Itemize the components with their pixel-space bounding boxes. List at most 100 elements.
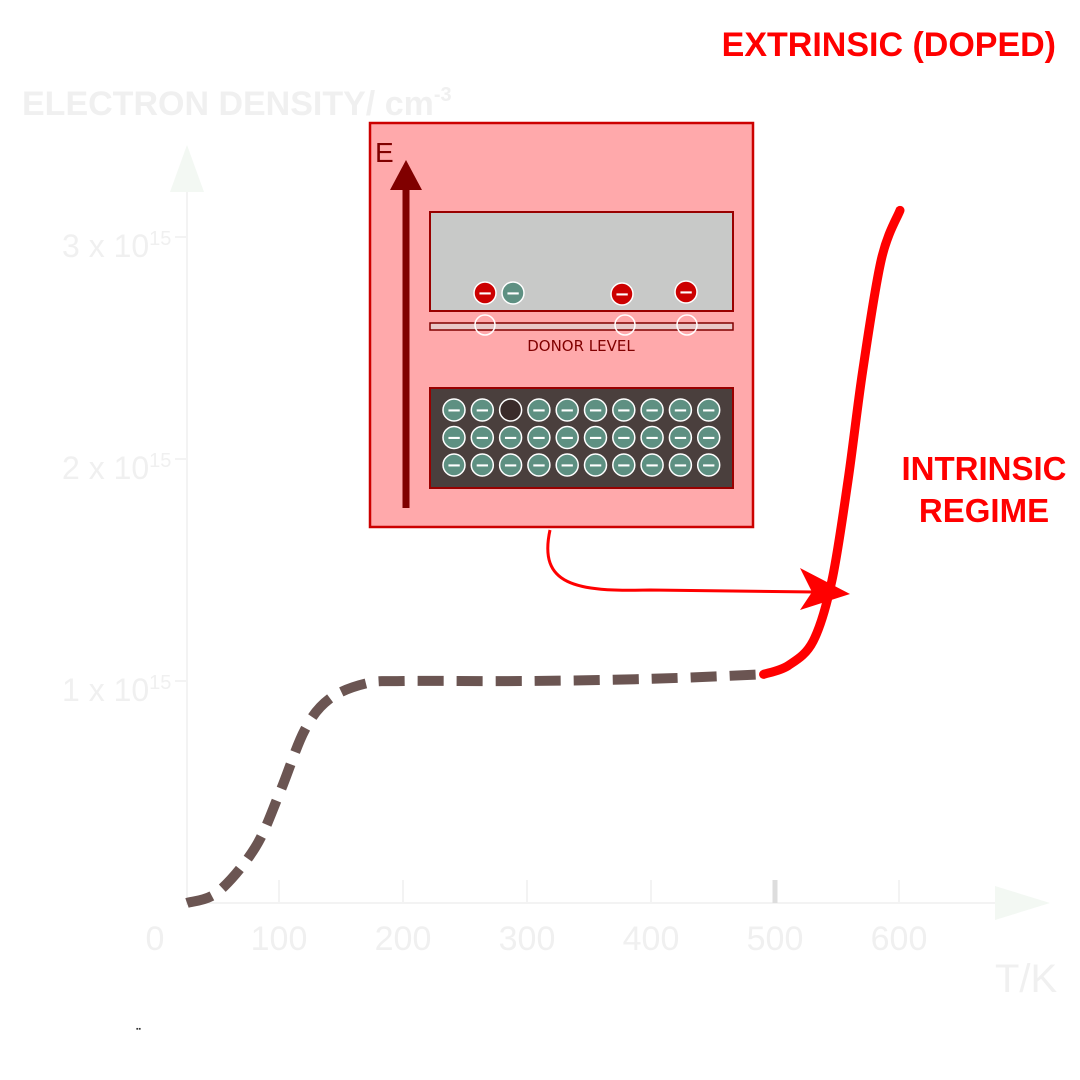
x-tick-label: 300 <box>499 920 556 958</box>
intrinsic-label-line2: REGIME <box>919 492 1049 529</box>
electron-minus-icon: − <box>560 428 575 449</box>
donor-hole <box>474 314 496 336</box>
electron-minus-icon: − <box>645 455 660 476</box>
valence-electron: − <box>583 398 608 422</box>
electron-minus-icon: − <box>560 400 575 421</box>
x-tick-label: 200 <box>375 920 432 958</box>
valence-electron: − <box>668 453 693 477</box>
donor-level-label: DONOR LEVEL <box>527 337 635 355</box>
electron-minus-icon: − <box>446 428 461 449</box>
valence-electron: − <box>583 453 608 477</box>
electron-minus-icon: − <box>645 428 660 449</box>
valence-electron: − <box>640 425 664 450</box>
electron-minus-icon: − <box>588 455 603 476</box>
valence-electron: − <box>498 453 523 477</box>
conduction-electron: − <box>674 280 698 304</box>
connector-arrow-line <box>546 529 816 594</box>
valence-electron: − <box>498 425 523 450</box>
valence-electron: − <box>527 398 551 422</box>
y-tick-label: 3 x 1015 <box>62 228 171 264</box>
electron-minus-icon: − <box>503 455 518 476</box>
conduction-electron: − <box>501 281 525 305</box>
electron-minus-icon: − <box>588 400 603 421</box>
electron-minus-icon: − <box>531 400 546 421</box>
electron-minus-icon: − <box>560 455 575 476</box>
donor-hole <box>676 314 698 336</box>
valence-electron: − <box>696 453 721 477</box>
x-axis-label: T/K <box>995 957 1058 1001</box>
footnote-mark: ▪▪ <box>136 1026 141 1033</box>
valence-electron: − <box>696 398 721 422</box>
valence-electron: − <box>612 453 636 477</box>
valence-electron: − <box>555 398 579 422</box>
valence-hole <box>498 398 523 422</box>
valence-electron: − <box>470 398 495 422</box>
valence-electron: − <box>442 453 466 477</box>
valence-electron: − <box>696 425 721 450</box>
x-tick-label: 0 <box>146 920 165 958</box>
x-axis-arrow-icon <box>995 886 1050 920</box>
donor-level-bar <box>429 322 734 331</box>
electron-minus-icon: − <box>673 455 688 476</box>
y-tick-group: 1 x 1015 2 x 1015 3 x 1015 <box>62 228 187 708</box>
electron-minus-icon: − <box>616 428 631 449</box>
electron-minus-icon: − <box>616 455 631 476</box>
electron-minus-icon: − <box>446 455 461 476</box>
x-tick-label: 500 <box>747 920 804 958</box>
electron-minus-icon: − <box>673 428 688 449</box>
x-tick-label: 100 <box>251 920 308 958</box>
donor-hole <box>614 314 636 336</box>
extrinsic-curve-dashed <box>185 669 764 908</box>
energy-band-inset: E DONOR LEVEL − − − − −−−−−−−−−−−−−−−−−−… <box>368 121 755 529</box>
valence-electron: − <box>470 425 495 450</box>
valence-electron: − <box>470 453 495 477</box>
valence-electron: − <box>612 398 636 422</box>
y-axis-arrow-icon <box>170 145 204 192</box>
y-tick-label: 1 x 1015 <box>62 672 171 708</box>
electron-minus-icon: − <box>531 455 546 476</box>
electron-minus-icon: − <box>475 455 490 476</box>
electron-minus-icon: − <box>701 400 716 421</box>
valence-electron: − <box>583 425 608 450</box>
valence-electron: − <box>612 425 636 450</box>
energy-label: E <box>375 137 394 168</box>
electron-minus-icon: − <box>477 283 492 304</box>
electron-minus-icon: − <box>701 455 716 476</box>
electron-minus-icon: − <box>645 400 660 421</box>
extrinsic-label: EXTRINSIC (DOPED) <box>722 26 1056 64</box>
electron-minus-icon: − <box>505 283 520 304</box>
valence-electron: − <box>555 453 579 477</box>
electron-minus-icon: − <box>616 400 631 421</box>
electron-minus-icon: − <box>446 400 461 421</box>
y-axis-label: ELECTRON DENSITY/ cm-3 <box>22 84 452 123</box>
electron-minus-icon: − <box>701 428 716 449</box>
electron-minus-icon: − <box>475 400 490 421</box>
valence-electron-grid: −−−−−−−−−−−−−−−−−−−−−−−−−−−−− <box>442 398 721 477</box>
electron-minus-icon: − <box>475 428 490 449</box>
energy-arrow-up-icon <box>390 160 422 190</box>
valence-electron: − <box>555 425 579 450</box>
electron-minus-icon: − <box>531 428 546 449</box>
valence-electron: − <box>527 425 551 450</box>
x-tick-group: 0 100 200 300 400 500 600 <box>146 880 928 958</box>
x-tick-label: 600 <box>871 920 928 958</box>
valence-electron: − <box>668 425 693 450</box>
electron-minus-icon: − <box>673 400 688 421</box>
valence-electron: − <box>668 398 693 422</box>
y-tick-label: 2 x 1015 <box>62 450 171 486</box>
connector-arrowhead-icon <box>800 568 850 610</box>
valence-electron: − <box>527 453 551 477</box>
valence-electron: − <box>640 453 664 477</box>
intrinsic-curve-solid <box>759 205 905 679</box>
electron-minus-icon: − <box>678 282 693 303</box>
electron-minus-icon: − <box>503 428 518 449</box>
valence-electron: − <box>640 398 664 422</box>
valence-electron: − <box>442 425 466 450</box>
intrinsic-label-line1: INTRINSIC <box>902 450 1067 487</box>
electron-minus-icon: − <box>588 428 603 449</box>
conduction-electron: − <box>610 282 634 306</box>
valence-electron: − <box>442 398 466 422</box>
x-tick-label: 400 <box>623 920 680 958</box>
conduction-electron: − <box>473 281 497 305</box>
